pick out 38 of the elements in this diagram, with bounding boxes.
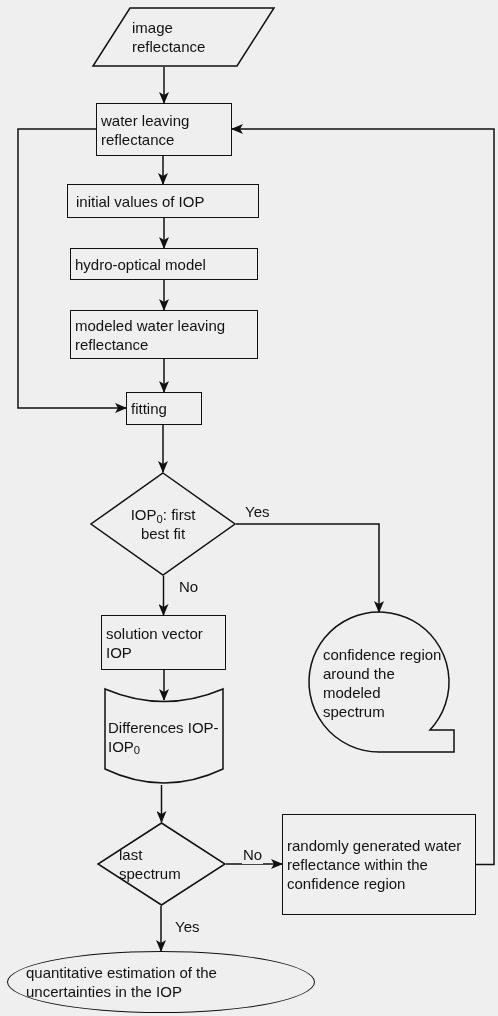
node-text: initial values of IOP xyxy=(76,191,206,211)
input-parallelogram xyxy=(92,7,275,67)
process-box xyxy=(96,103,232,156)
node-text: randomly generated water reflectance within the confidence region xyxy=(287,836,463,893)
node-text: solution vector IOP xyxy=(106,623,204,662)
arrow xyxy=(156,784,167,823)
arrow xyxy=(231,124,495,866)
node-text: hydro-optical model xyxy=(75,254,207,274)
arrow xyxy=(156,905,166,952)
arrow xyxy=(159,66,169,104)
process-box xyxy=(70,248,258,280)
node-text: modeled water leaving reflectance xyxy=(75,315,227,354)
node-text: Differences IOP-IOP$_{0}$ xyxy=(108,717,220,756)
process-box xyxy=(101,615,226,670)
arrow xyxy=(17,128,127,413)
node-text: confidence region around the modeled spectrum xyxy=(323,644,443,721)
arrow xyxy=(235,523,384,613)
decision-diamond xyxy=(97,822,226,906)
arrow xyxy=(159,669,169,701)
node-text: IOP$_{0}$: first best fit xyxy=(129,505,197,543)
arrow xyxy=(159,358,169,393)
node-text: image reflectance xyxy=(132,18,207,56)
node-text: water leaving reflectance xyxy=(101,110,191,149)
node-text: fitting xyxy=(131,399,168,418)
arrow xyxy=(158,575,169,616)
decision-diamond xyxy=(90,472,236,576)
arrow xyxy=(159,217,169,249)
process-box xyxy=(126,392,202,425)
arrow xyxy=(225,859,283,869)
arrow xyxy=(158,155,168,185)
process-box xyxy=(70,310,258,359)
process-box xyxy=(282,814,476,915)
tape-shape xyxy=(104,688,224,785)
node-text: quantitative estimation of the uncertainties in the IOP xyxy=(26,963,218,1001)
arrow xyxy=(159,279,169,311)
node-text: last spectrum xyxy=(119,845,182,883)
process-box xyxy=(67,184,259,218)
arrow xyxy=(158,424,168,473)
